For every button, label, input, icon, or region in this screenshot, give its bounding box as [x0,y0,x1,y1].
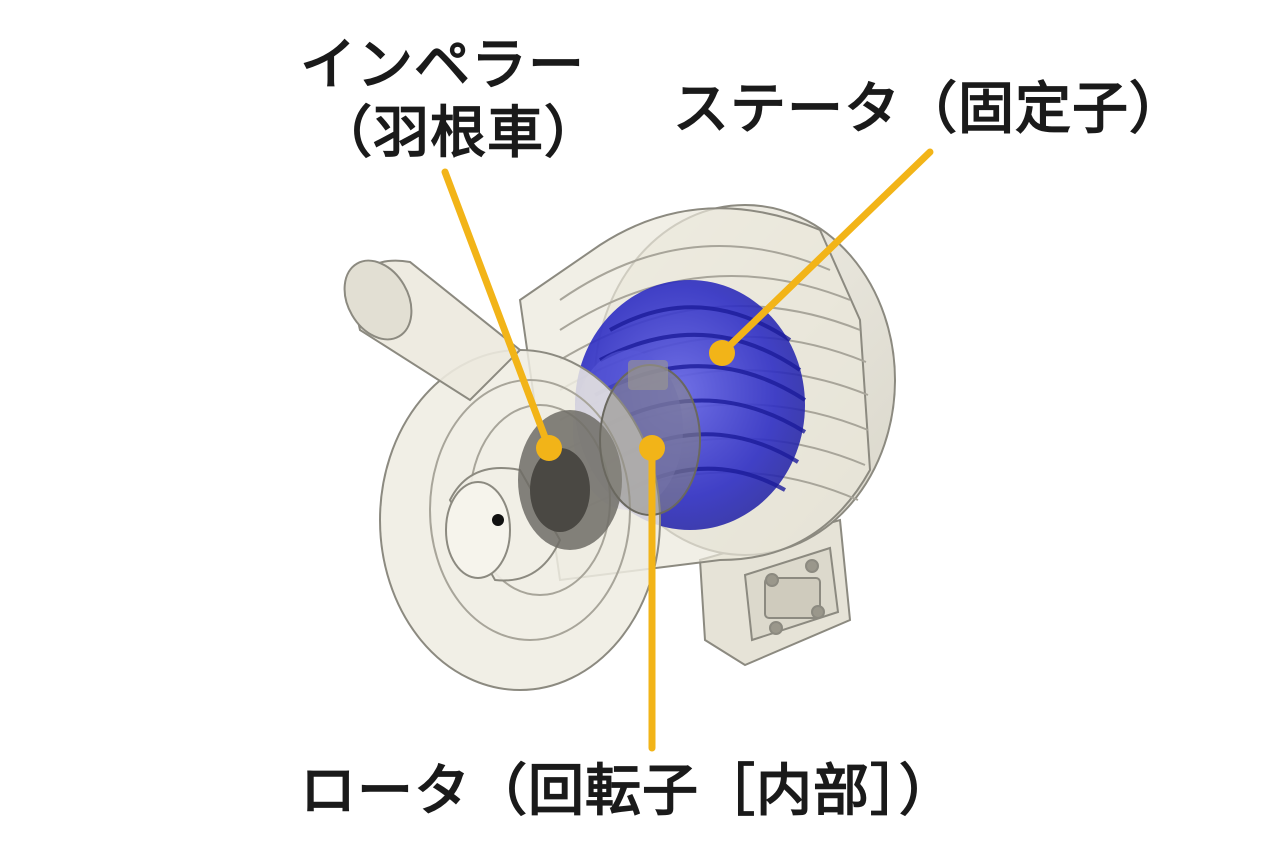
rotor-label: ロータ（回転子［内部］） [300,759,956,824]
stator-leader-line [718,148,934,357]
rotor-leader-dot [639,435,665,461]
outlet-pipe [343,259,522,402]
impeller-label-line1: インペラー [300,33,585,98]
stator-leader-dot [709,340,735,366]
impeller-label-line2: （羽根車） [316,101,601,166]
stator-label: ステータ（固定子） [673,77,1186,142]
leader-lines [441,148,934,752]
impeller-leader-dot [536,435,562,461]
impeller-leader-line [441,168,553,452]
